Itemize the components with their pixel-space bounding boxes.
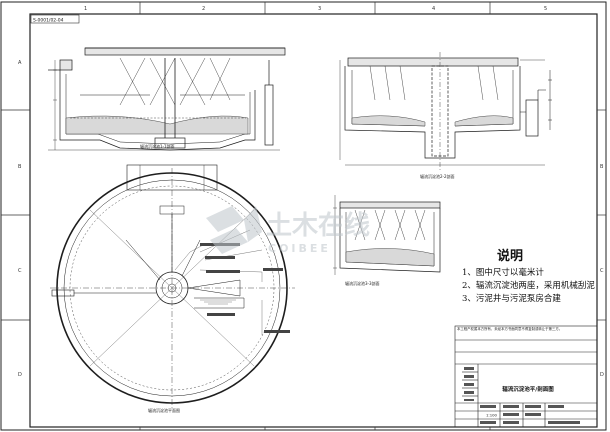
design-notes: 说明 1、图中尺寸以毫米计 2、辐流沉淀池两座，采用机械刮泥 3、污泥井与污泥泵…: [462, 248, 595, 304]
drawing-number: S-0001/02-04: [33, 18, 64, 24]
row-mark-b-right: B: [600, 164, 604, 170]
plan-view: [50, 164, 295, 408]
plan-view-label: 辐流沉淀池平面图: [148, 407, 180, 413]
watermark-name-cn: 土木在线: [266, 211, 370, 241]
drawing-number-box: [30, 14, 80, 24]
row-mark-d-right: D: [600, 372, 604, 378]
column-mark-4: 4: [432, 6, 435, 12]
column-mark-5: 5: [544, 6, 547, 12]
watermark: 土木在线 COIBEE: [206, 206, 370, 255]
watermark-name-en: COIBEE: [268, 242, 331, 255]
watermark-logo-icon: [206, 206, 262, 254]
row-mark-b: B: [18, 164, 22, 170]
section-2-2-view: [339, 52, 546, 170]
section-3-3-view: [333, 195, 441, 275]
notes-title: 说明: [497, 248, 523, 264]
title-block-notice: 本工程产权属本方所有，未经本方书面同意不得复制或转让于第三方。: [457, 327, 563, 331]
row-mark-d: D: [18, 372, 22, 378]
row-mark-a: A: [18, 60, 22, 66]
title-block-notice-area: 本工程产权属本方所有，未经本方书面同意不得复制或转让于第三方。: [457, 327, 563, 331]
column-mark-1: 1: [84, 6, 87, 12]
drawing-title: 辐流沉淀池平/剖面图: [502, 385, 554, 393]
drawing-scale: 1:100: [486, 413, 498, 418]
row-mark-c: C: [18, 268, 22, 274]
row-mark-c-right: C: [600, 268, 604, 274]
column-mark-2: 2: [202, 6, 205, 12]
section-1-1-label: 辐流沉淀池1-1剖面: [140, 143, 175, 149]
note-item-3: 3、污泥井与污泥泵房合建: [462, 293, 561, 304]
note-item-2: 2、辐流沉淀池两座，采用机械刮泥: [462, 280, 595, 291]
title-block-placeholder-text: [464, 367, 580, 424]
column-mark-3: 3: [318, 6, 321, 12]
section-2-2-label: 辐流沉淀池2-2剖面: [420, 173, 455, 179]
note-item-1: 1、图中尺寸以毫米计: [462, 267, 544, 278]
section-3-3-label: 辐流沉淀池3-3剖面: [345, 280, 380, 286]
section-1-1-view: [48, 47, 286, 151]
title-block: [454, 325, 598, 428]
section-2-2-dim-marks: [548, 70, 552, 130]
inner-border: [29, 13, 598, 428]
